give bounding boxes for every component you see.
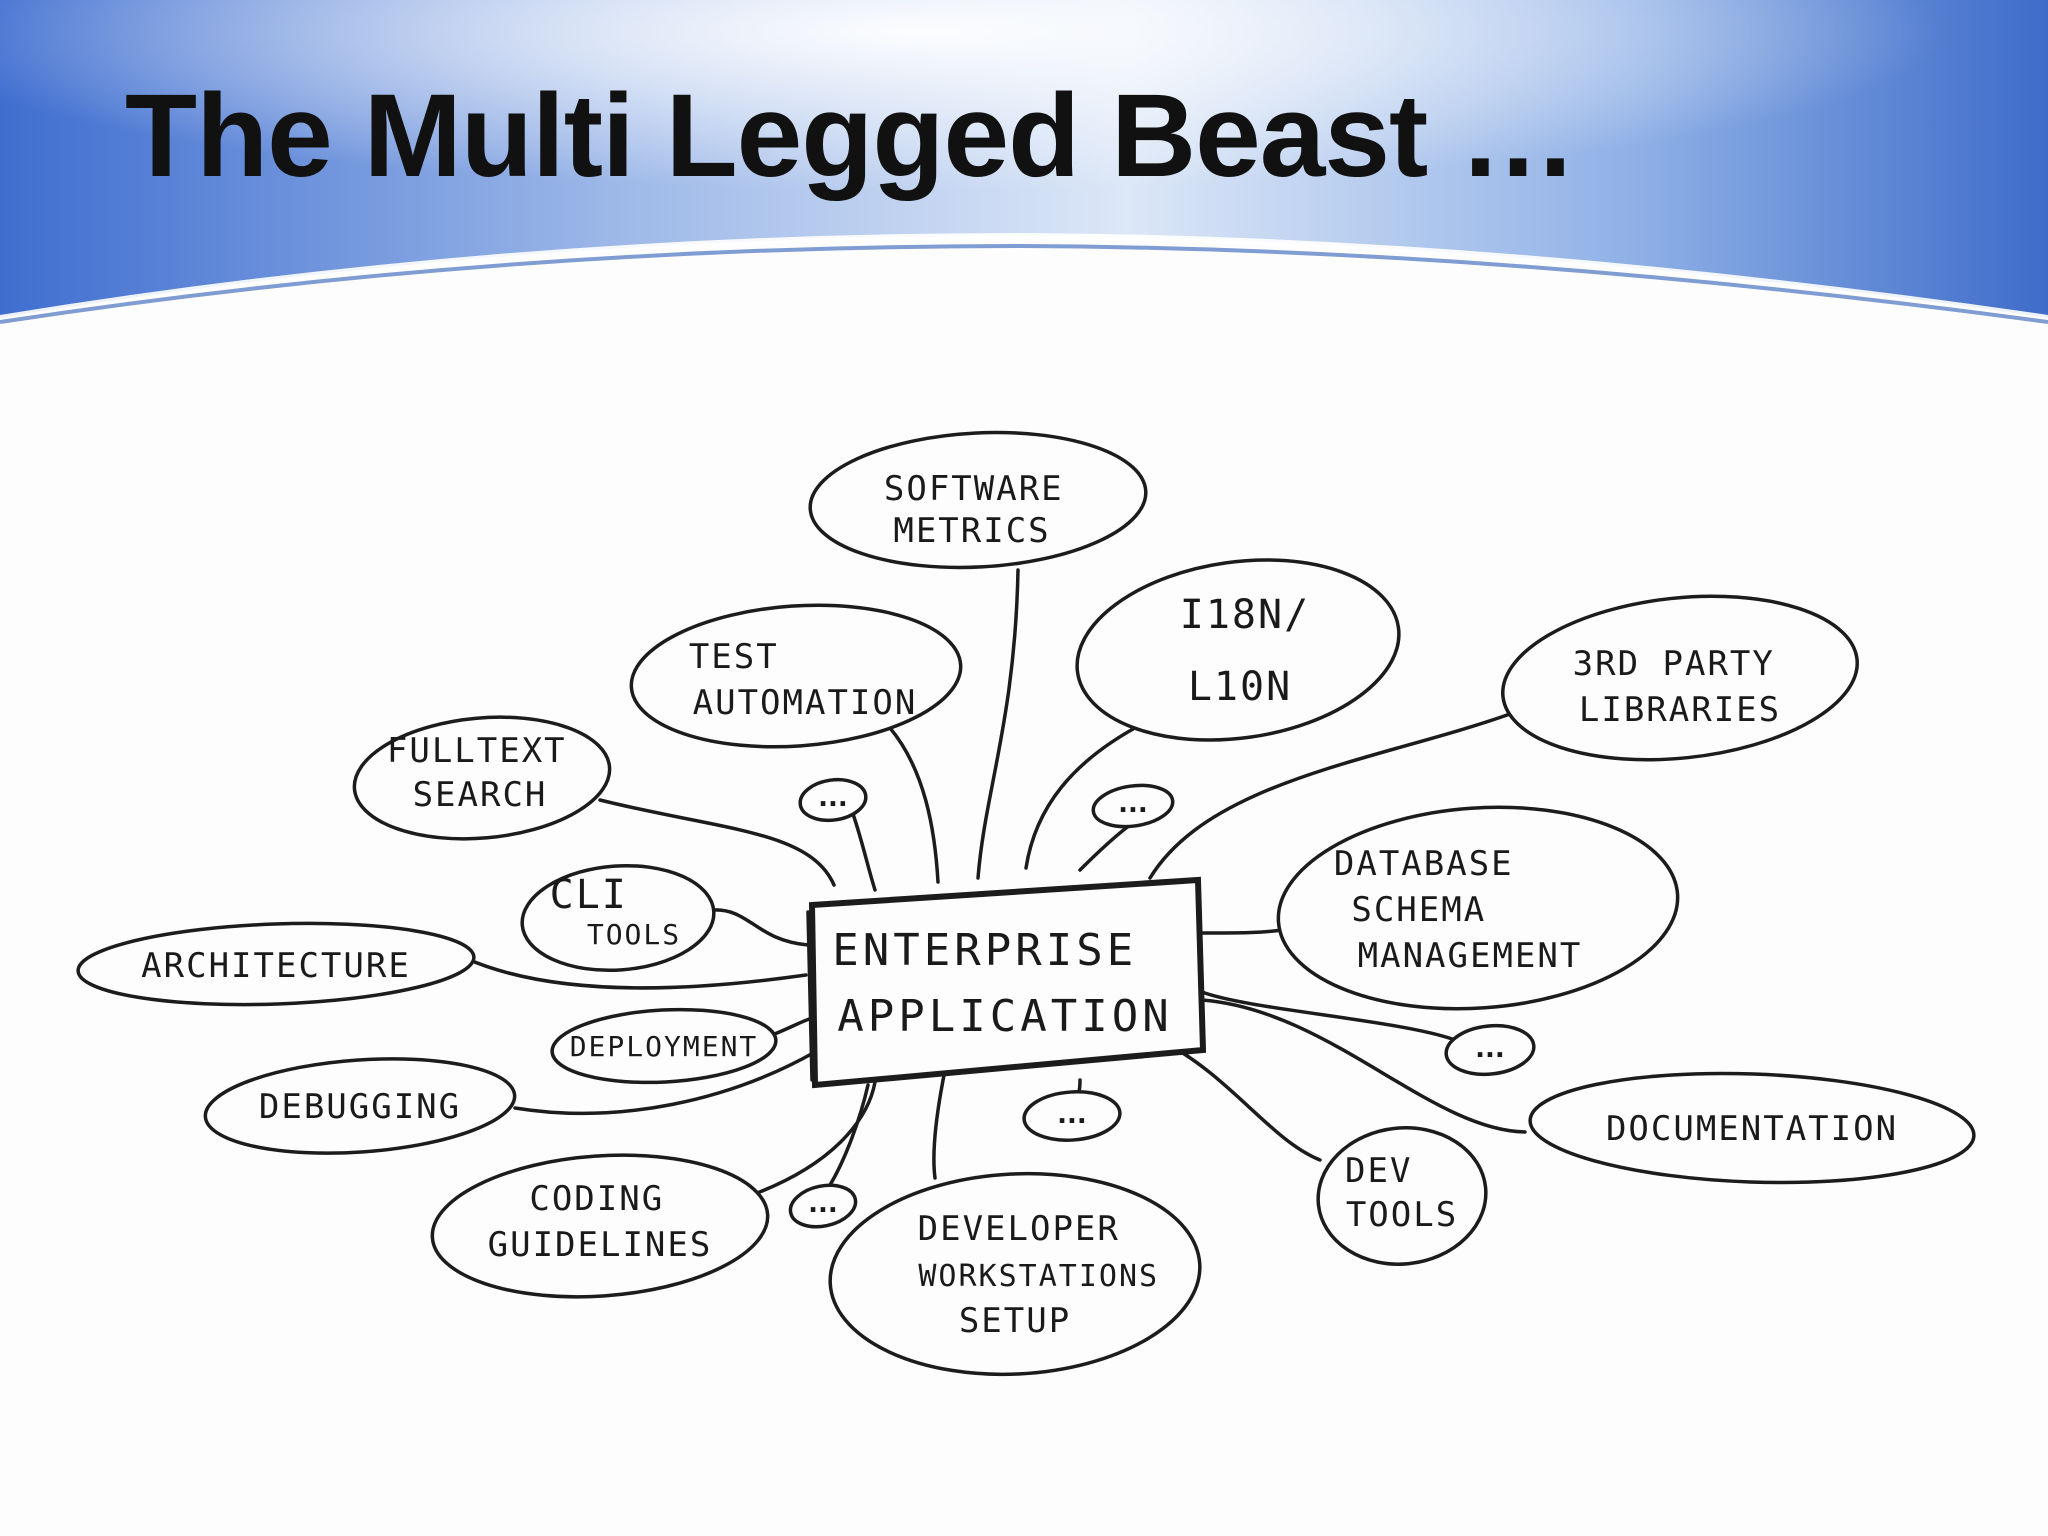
header-banner xyxy=(0,0,2048,324)
connector-fulltext xyxy=(598,798,836,887)
svg-text:...: ... xyxy=(1118,789,1148,819)
bubble-database-schema-management: Database Schema Management xyxy=(1276,805,1680,1011)
bubble-developer-workstations-setup: Developer Workstations Setup xyxy=(828,1171,1202,1377)
connector-software-metrics xyxy=(976,568,1020,880)
connector-ellipsis-1 xyxy=(851,812,877,892)
connector-architecture xyxy=(463,956,808,990)
label-developer-workstations-setup: Developer Workstations Setup xyxy=(918,1209,1182,1341)
ellipsis-bubble-4: ... xyxy=(1022,1090,1122,1142)
center-label: Enterprise Application xyxy=(832,925,1172,1042)
slide-title: The Multi Legged Beast … xyxy=(125,70,1577,202)
bubble-i18n-l10n: I18N/ L10N xyxy=(1075,558,1401,742)
connector-developer-setup xyxy=(932,1068,947,1180)
bubble-coding-guidelines: Coding Guidelines xyxy=(430,1153,770,1299)
bubble-documentation: Documentation xyxy=(1528,1071,1976,1185)
ellipsis-bubble-5: ... xyxy=(788,1183,858,1229)
svg-text:...: ... xyxy=(1475,1034,1505,1064)
label-i18n-l10n: I18N/ L10N xyxy=(1180,592,1337,710)
connector-database xyxy=(1200,928,1284,935)
connector-i18n xyxy=(1024,718,1152,870)
connector-ellipsis-2 xyxy=(1078,823,1132,872)
bubble-architecture: Architecture xyxy=(76,921,476,1007)
connector-test-automation xyxy=(888,726,940,884)
label-test-automation: Test Automation xyxy=(689,637,918,723)
svg-text:...: ... xyxy=(808,1189,838,1219)
label-architecture: Architecture xyxy=(141,946,411,986)
svg-text:...: ... xyxy=(818,783,848,813)
connector-debugging xyxy=(513,1050,817,1116)
connector-3rd-party xyxy=(1148,712,1512,880)
connector-dev-tools xyxy=(1158,1038,1322,1162)
bubble-fulltext-search: Fulltext Search xyxy=(352,715,612,841)
label-dev-tools: Dev Tools xyxy=(1345,1151,1458,1235)
bubble-3rd-party-libraries: 3rd Party Libraries xyxy=(1501,594,1859,762)
ellipsis-bubble-2: ... xyxy=(1091,783,1175,829)
connector-ellipsis-3 xyxy=(1200,990,1457,1042)
label-debugging: Debugging xyxy=(259,1087,461,1127)
connector-deployment xyxy=(770,1016,814,1037)
bubble-test-automation: Test Automation xyxy=(629,603,963,749)
label-software-metrics: Software Metrics xyxy=(884,469,1086,551)
connector-documentation xyxy=(1200,998,1527,1134)
label-fulltext-search: Fulltext Search xyxy=(387,731,589,815)
label-documentation: Documentation xyxy=(1606,1109,1898,1149)
bubble-cli-tools: CLI Tools xyxy=(520,863,716,973)
bubble-dev-tools: Dev Tools xyxy=(1316,1126,1488,1266)
bubble-deployment: Deployment xyxy=(550,1007,778,1085)
label-database-schema-management: Database Schema Management xyxy=(1334,844,1582,976)
label-deployment: Deployment xyxy=(570,1030,759,1063)
bubble-debugging: Debugging xyxy=(203,1057,517,1155)
label-3rd-party-libraries: 3rd Party Libraries xyxy=(1573,644,1798,730)
bubble-software-metrics: Software Metrics xyxy=(808,430,1148,570)
svg-text:...: ... xyxy=(1057,1100,1087,1130)
connector-cli xyxy=(710,908,810,947)
connector-ellipsis-5 xyxy=(828,1083,870,1187)
ellipsis-bubble-3: ... xyxy=(1444,1023,1536,1077)
center-node-enterprise-application: Enterprise Application xyxy=(806,876,1207,1089)
ellipsis-bubble-1: ... xyxy=(798,777,868,823)
connector-coding xyxy=(750,1080,877,1197)
label-coding-guidelines: Coding Guidelines xyxy=(488,1179,713,1265)
label-cli-tools: CLI Tools xyxy=(550,872,682,951)
